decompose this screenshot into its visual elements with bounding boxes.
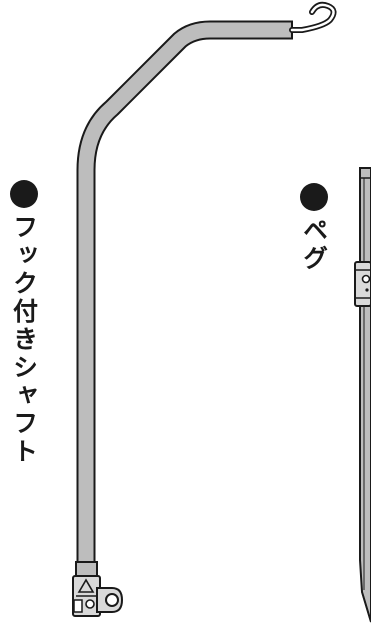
peg-label-group: ペグ [299,183,329,273]
peg-body [359,167,371,623]
peg-clip [354,261,371,307]
shaft-end-connector [72,561,124,617]
peg [354,167,371,623]
hook-shaft-label: フック付きシャフト [9,214,39,466]
peg-tip [361,591,371,623]
hook-shaft-tube-fill [78,22,292,565]
bullet-dot-icon [10,180,38,208]
wire-hook-inner [290,3,335,32]
wire-hook [289,1,337,33]
bullet-dot-icon [300,183,328,211]
hook-shaft-label-group: フック付きシャフト [9,180,39,466]
peg-label: ペグ [299,217,329,273]
hook-shaft [72,1,337,617]
